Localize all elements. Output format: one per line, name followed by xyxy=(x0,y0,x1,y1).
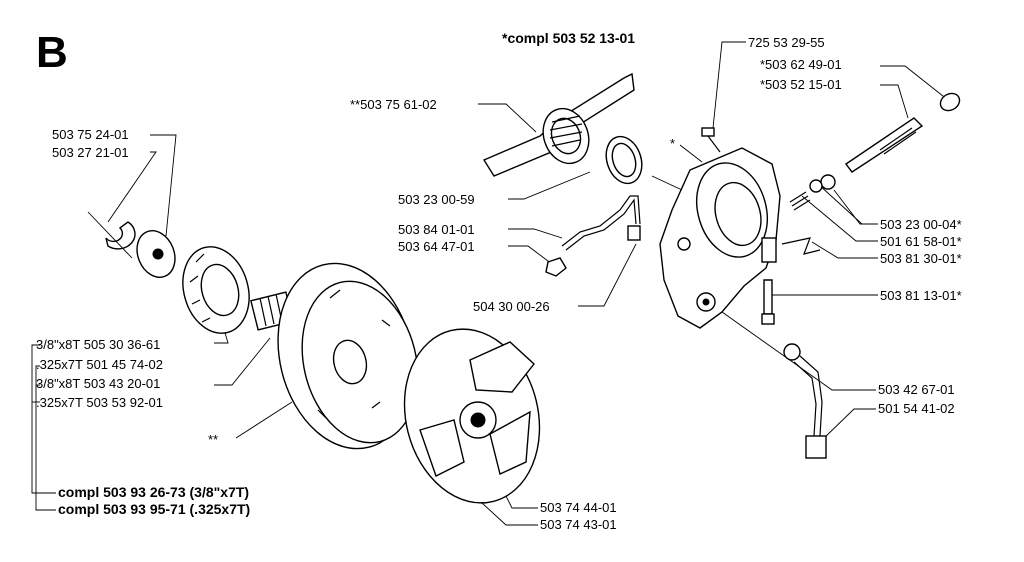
nipple-part xyxy=(627,225,641,241)
label-star: * xyxy=(670,136,676,151)
clutch-drum-part xyxy=(277,262,419,450)
label-sprocket-4: .325x7T 503 53 92-01 xyxy=(36,395,163,410)
pump-shaft-part xyxy=(844,92,961,173)
assembly-title: *compl 503 52 13-01 xyxy=(502,30,636,46)
clip-part xyxy=(781,237,821,255)
label-sprocket-2: .325x7T 501 45 74-02 xyxy=(36,357,163,372)
label-503-84-01-01: 503 84 01-01 xyxy=(398,222,475,237)
oil-hose-part xyxy=(783,343,827,459)
label-503-81-13-01: 503 81 13-01* xyxy=(880,288,962,303)
label-503-74-44-01: 503 74 44-01 xyxy=(540,500,617,515)
label-725-53-29-55: 725 53 29-55 xyxy=(748,35,825,50)
o-ring-part xyxy=(605,135,643,185)
section-letter: B xyxy=(36,28,68,77)
label-503-52-15-01: *503 52 15-01 xyxy=(760,77,842,92)
label-double-star: ** xyxy=(208,432,219,447)
label-501-54-41-02: 501 54 41-02 xyxy=(878,401,955,416)
circlip-part xyxy=(87,211,136,259)
screw-part xyxy=(701,127,721,153)
label-compl-1: compl 503 93 26-73 (3/8"x7T) xyxy=(58,484,250,500)
label-503-23-00-59: 503 23 00-59 xyxy=(398,192,475,207)
nut-part xyxy=(545,257,567,277)
label-503-75-61-02: **503 75 61-02 xyxy=(350,97,437,112)
label-503-23-00-04: 503 23 00-04* xyxy=(880,217,962,232)
washer-set-part xyxy=(789,174,836,211)
clutch-shoes-part xyxy=(403,328,541,504)
label-compl-2: compl 503 93 95-71 (.325x7T) xyxy=(58,501,251,517)
label-501-61-58-01: 501 61 58-01* xyxy=(880,234,962,249)
label-sprocket-1: 3/8"x8T 505 30 36-61 xyxy=(36,337,161,352)
label-503-42-67-01: 503 42 67-01 xyxy=(878,382,955,397)
leader-lines xyxy=(31,41,949,526)
label-503-81-30-01: 503 81 30-01* xyxy=(880,251,962,266)
oil-pump-housing-part xyxy=(659,147,781,329)
oil-line-part xyxy=(561,195,641,251)
label-503-27-21-01: 503 27 21-01 xyxy=(52,145,129,160)
label-503-74-43-01: 503 74 43-01 xyxy=(540,517,617,532)
label-sprocket-3: 3/8"x8T 503 43 20-01 xyxy=(36,376,161,391)
guide-plate-part xyxy=(482,72,635,177)
adjust-screw-part xyxy=(761,279,775,325)
sprocket-part xyxy=(182,246,250,334)
label-503-62-49-01: *503 62 49-01 xyxy=(760,57,842,72)
label-503-75-24-01: 503 75 24-01 xyxy=(52,127,129,142)
label-504-30-00-26: 504 30 00-26 xyxy=(473,299,550,314)
washer-part xyxy=(136,230,176,278)
label-503-64-47-01: 503 64 47-01 xyxy=(398,239,475,254)
